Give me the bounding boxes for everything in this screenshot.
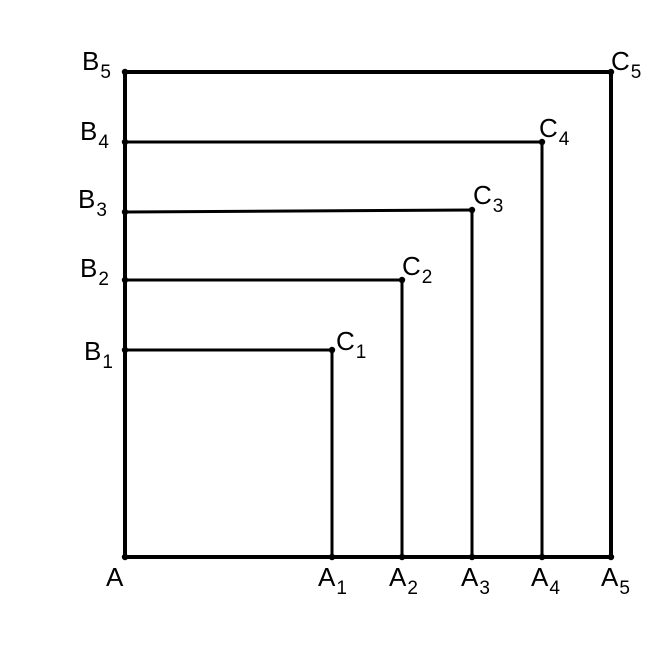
- point-a3: [468, 553, 476, 561]
- point-a5: [607, 553, 615, 561]
- point-c3: [468, 206, 476, 214]
- label-a5-subscript: 5: [619, 578, 630, 599]
- label-c4-letter: C: [539, 113, 558, 143]
- label-a: A: [106, 562, 124, 592]
- point-c2: [398, 276, 406, 284]
- label-b2: B2: [80, 253, 109, 290]
- label-b5-letter: B: [82, 46, 99, 76]
- label-b3: B3: [78, 184, 107, 221]
- label-b5-subscript: 5: [100, 62, 111, 83]
- label-a3: A3: [461, 562, 490, 599]
- segment-b3-c3: [123, 208, 474, 214]
- point-b3: [121, 208, 129, 216]
- label-c3-letter: C: [473, 180, 492, 210]
- segments-layer: [123, 70, 613, 559]
- label-b2-letter: B: [80, 253, 97, 283]
- label-b2-subscript: 2: [98, 269, 109, 290]
- point-a1: [328, 553, 336, 561]
- label-c4: C4: [539, 113, 570, 150]
- label-c3: C3: [473, 180, 503, 217]
- points-layer: [121, 68, 615, 561]
- label-b1-subscript: 1: [102, 352, 113, 373]
- label-a4-letter: A: [531, 562, 549, 592]
- point-a2: [398, 553, 406, 561]
- label-c2-letter: C: [402, 251, 421, 281]
- label-a1-subscript: 1: [336, 578, 347, 599]
- label-b3-letter: B: [78, 184, 95, 214]
- label-b1-letter: B: [84, 336, 101, 366]
- label-a4-subscript: 4: [549, 578, 560, 599]
- label-b4: B4: [80, 116, 109, 153]
- point-b2: [121, 276, 129, 284]
- label-a3-letter: A: [461, 562, 479, 592]
- label-a4: A4: [531, 562, 560, 599]
- label-c5-letter: C: [611, 46, 630, 76]
- label-a2-letter: A: [389, 562, 407, 592]
- label-c3-subscript: 3: [493, 196, 504, 217]
- label-c1-subscript: 1: [356, 342, 367, 363]
- label-a1: A1: [318, 562, 347, 599]
- label-b4-letter: B: [80, 116, 97, 146]
- label-a1-letter: A: [318, 562, 336, 592]
- label-c5: C5: [611, 46, 641, 83]
- point-a: [121, 553, 129, 561]
- label-a5-letter: A: [601, 562, 619, 592]
- label-b5: B5: [82, 46, 111, 83]
- label-a-letter: A: [106, 562, 124, 592]
- point-c4: [538, 138, 546, 146]
- point-b1: [121, 346, 129, 354]
- label-c2: C2: [402, 251, 432, 288]
- label-c1: C1: [336, 326, 366, 363]
- label-a2-subscript: 2: [407, 578, 418, 599]
- label-b1: B1: [84, 336, 113, 373]
- label-c5-subscript: 5: [631, 62, 642, 83]
- label-b4-subscript: 4: [98, 132, 109, 153]
- label-b3-subscript: 3: [96, 200, 107, 221]
- point-c5: [607, 68, 615, 76]
- label-c1-letter: C: [336, 326, 355, 356]
- label-c4-subscript: 4: [559, 129, 570, 150]
- point-a4: [538, 553, 546, 561]
- point-c1: [328, 346, 336, 354]
- label-a5: A5: [601, 562, 630, 599]
- label-a3-subscript: 3: [479, 578, 490, 599]
- point-b4: [121, 138, 129, 146]
- label-c2-subscript: 2: [422, 267, 433, 288]
- label-a2: A2: [389, 562, 418, 599]
- point-b5: [121, 68, 129, 76]
